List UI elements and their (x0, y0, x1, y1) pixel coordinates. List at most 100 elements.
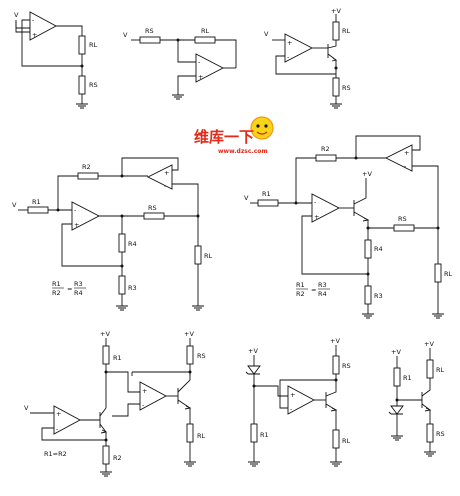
opamp-5a-plus: + (314, 213, 319, 221)
opamp-2-plus: + (198, 73, 203, 81)
opamp-5b-minus: - (404, 162, 407, 170)
opamp-5a (311, 193, 340, 223)
c2-rl-resistor (194, 36, 216, 44)
c5-r1-resistor (257, 199, 279, 207)
c8-zener-diode (388, 405, 404, 415)
c4-input-v-label: V (12, 201, 17, 209)
svg-text:R3: R3 (318, 281, 327, 289)
c3-plus-v-label: +V (331, 7, 341, 15)
c7-r1-label: R1 (260, 431, 269, 439)
opamp-7 (287, 385, 315, 415)
watermark-logo: 维库一下 www.dzsc.com (194, 116, 274, 155)
c8-r1-resistor (393, 367, 401, 387)
opamp-6b-plus: + (142, 387, 147, 395)
circuit-5: V R1 R2 + - - + +V RS R4 (244, 135, 453, 319)
c7-r1-resistor (250, 423, 258, 443)
svg-text:R4: R4 (318, 290, 327, 298)
opamp-4a-minus: - (74, 206, 77, 214)
svg-text:=: = (67, 285, 72, 293)
opamp-6a-minus: - (56, 425, 59, 433)
c4-rs-label: RS (148, 204, 157, 212)
c6-rs-label: RS (197, 352, 206, 360)
circuit-3: +V RL V + - RS (264, 7, 351, 109)
opamp-4a-plus: + (74, 221, 79, 229)
circuit-2: V RS RL - + (123, 27, 237, 100)
c2-input-v-label: V (123, 31, 128, 39)
c5-rl-label: RL (444, 270, 453, 278)
opamp-5b-plus: + (404, 149, 409, 157)
c8-rl-label: RL (436, 366, 445, 374)
c7-rs-resistor (332, 355, 340, 375)
opamp-3-minus: - (287, 53, 290, 61)
opamp-7-plus: + (290, 391, 295, 399)
c7-plus-v-label-left: +V (248, 347, 258, 355)
c3-rl-label: RL (342, 27, 351, 35)
c4-r3-label: R3 (128, 284, 137, 292)
c4-r3-resistor (118, 275, 126, 295)
circuit-6: +V R1 + - +V RS RL V + - (24, 330, 206, 477)
c6-plus-v-label-left: +V (100, 330, 110, 338)
opamp-6a (53, 405, 81, 435)
c5-r4-label: R4 (374, 245, 383, 253)
c5-rs-label: RS (398, 215, 407, 223)
c7-rl-resistor (332, 429, 340, 449)
svg-text:R4: R4 (74, 289, 83, 297)
c2-rs-label: RS (145, 27, 154, 35)
c4-rl-resistor (194, 245, 202, 265)
c1-input-v-label: V (14, 11, 19, 19)
c5-r4-resistor (364, 239, 372, 259)
c5-rs-resistor (393, 224, 415, 232)
c1-rs-resistor (78, 75, 86, 95)
c4-rs-resistor (143, 212, 165, 220)
watermark-url: www.dzsc.com (218, 148, 268, 155)
c8-r1-label: R1 (403, 374, 412, 382)
svg-text:R3: R3 (74, 280, 83, 288)
c5-r3-resistor (364, 285, 372, 305)
opamp-2-minus: - (198, 58, 201, 66)
c6-r1-resistor (102, 345, 110, 365)
circuit-8: +V R1 +V RL RS (388, 340, 445, 457)
opamp-7-minus: - (290, 405, 293, 413)
mascot-icon (250, 116, 274, 140)
c8-plus-v-label-right: +V (424, 340, 434, 348)
opamp-1-plus: + (32, 31, 37, 39)
c6-r2-resistor (102, 445, 110, 465)
c2-rl-label: RL (201, 27, 210, 35)
svg-text:=: = (311, 286, 316, 294)
opamp-4b (146, 164, 173, 190)
circuit-7: +V + - +V RS R1 RL (245, 337, 351, 467)
c8-rl-resistor (426, 359, 434, 379)
circuit-4: V R1 R2 + - - + RS R4 R3 RL (12, 157, 213, 311)
svg-text:R2: R2 (52, 289, 61, 297)
c4-r1-resistor (27, 206, 49, 214)
c5-r2-resistor (315, 154, 337, 162)
opamp-4b-plus: + (164, 169, 169, 177)
watermark-site-name: 维库一下 (194, 128, 254, 146)
c4-r2-resistor (77, 172, 99, 180)
c6-rl-label: RL (197, 432, 206, 440)
c1-rs-label: RS (89, 81, 98, 89)
c5-r3-label: R3 (374, 292, 383, 300)
c3-input-v-label: V (264, 30, 269, 38)
c4-r4-label: R4 (128, 240, 137, 248)
c1-rl-label: RL (89, 41, 98, 49)
opamp-4a (71, 201, 100, 231)
opamp-6b (139, 381, 167, 411)
c5-plus-v-label: +V (362, 170, 372, 178)
c5-ratio-equation: R1 R2 = R3 R4 (296, 281, 330, 298)
c1-rl-resistor (78, 35, 86, 55)
opamp-1-minus: - (32, 16, 35, 24)
c8-rs-label: RS (436, 430, 445, 438)
c4-r2-label: R2 (82, 163, 91, 171)
c6-rl-resistor (186, 423, 194, 443)
c6-plus-v-label-right: +V (184, 330, 194, 338)
c8-rs-resistor (426, 423, 434, 443)
c6-equation: R1=R2 (44, 450, 67, 458)
c4-rl-label: RL (204, 252, 213, 260)
opamp-5b (384, 144, 413, 172)
c3-rs-resistor (332, 77, 340, 97)
opamp-4b-minus: - (164, 182, 167, 190)
opamp-3 (284, 33, 313, 63)
c5-input-v-label: V (244, 194, 249, 202)
opamp-1 (29, 11, 57, 41)
